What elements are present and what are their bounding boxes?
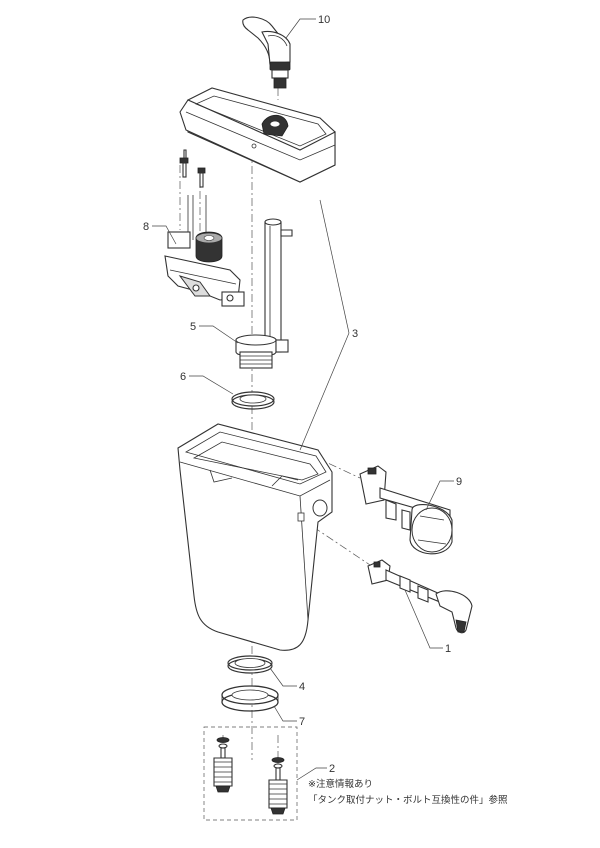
callout-4: 4: [299, 681, 305, 693]
leader-lines: [152, 18, 454, 781]
flush-valve-part: [164, 149, 245, 307]
callout-2: 2: [329, 763, 335, 775]
tank-gasket-part: [227, 655, 273, 674]
caution-note: ※注意情報あり: [308, 779, 373, 790]
faucet-spout-part: [242, 16, 291, 89]
callout-10: 10: [318, 14, 330, 26]
callout-3: 3: [352, 328, 358, 340]
tank-lid-part: [179, 87, 336, 183]
callout-9: 9: [456, 476, 462, 488]
callout-1: 1: [445, 643, 451, 655]
callout-7: 7: [299, 716, 305, 728]
large-gasket-part: [221, 685, 279, 712]
callout-numbers: 10 8 3 5 6 9 1 4 7 2: [143, 14, 462, 775]
callout-6: 6: [180, 371, 186, 383]
mounting-bolts-part: [203, 726, 298, 821]
callout-8: 8: [143, 221, 149, 233]
flush-lever-part: [367, 559, 473, 634]
tank-body-part: [177, 423, 333, 651]
gasket-part: [231, 391, 275, 410]
float-valve-part: [359, 465, 453, 555]
center-axis-lines: [179, 88, 371, 770]
overflow-pipe-part: [235, 218, 293, 369]
callout-5: 5: [190, 321, 196, 333]
compatibility-note: 「タンク取付ナット・ボルト互換性の件」参照: [308, 795, 508, 806]
